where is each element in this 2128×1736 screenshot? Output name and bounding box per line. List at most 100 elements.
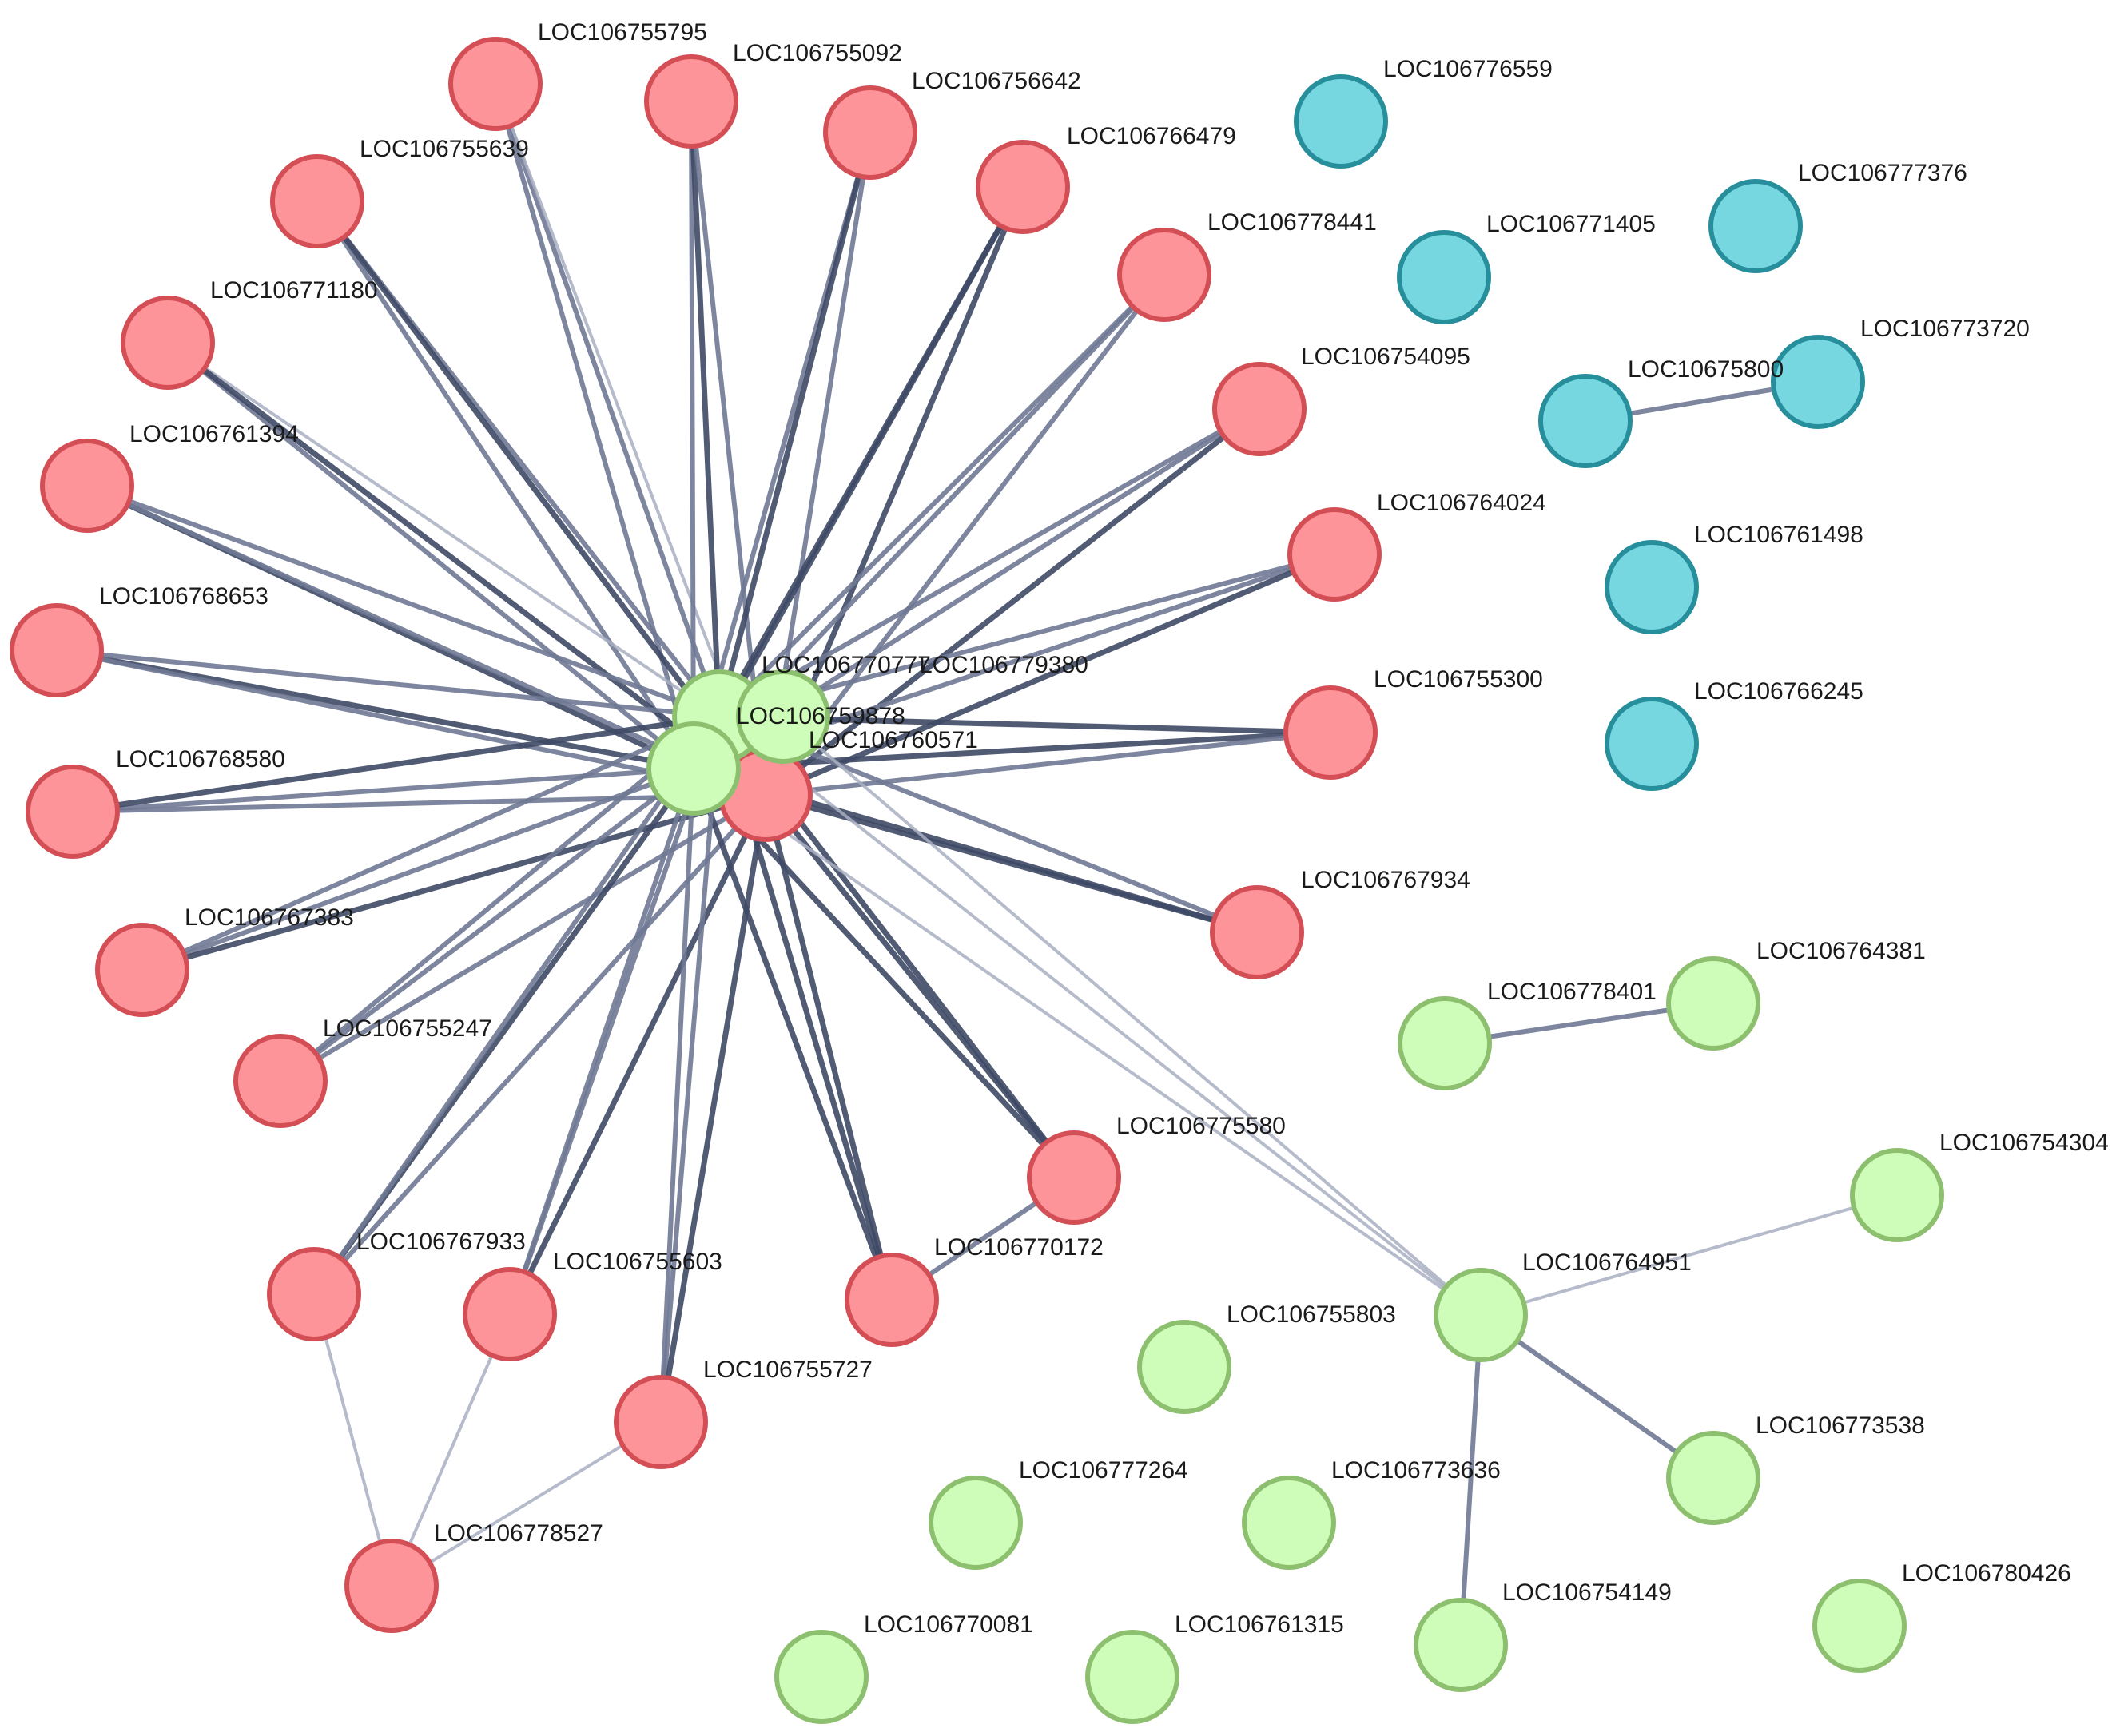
node-LOC106755795[interactable] [448,37,543,131]
edge-LOC106755603-LOC106770777 [507,714,722,1317]
node-LOC106767934[interactable] [1210,885,1304,979]
node-label-LOC106755300: LOC106755300 [1374,666,1543,693]
node-label-LOC106773636: LOC106773636 [1331,1457,1501,1484]
node-label-LOC106770777: LOC106770777 [762,652,931,678]
node-LOC106764024[interactable] [1287,507,1382,602]
edge-LOC106767383-LOC106760571 [139,792,769,973]
node-LOC106754304[interactable] [1850,1148,1944,1242]
node-label-LOC106771180: LOC106771180 [210,277,378,304]
node-LOC106755300[interactable] [1283,685,1378,780]
node-LOC106755727[interactable] [614,1375,708,1469]
edge-LOC106764951-LOC106759878 [692,767,1482,1317]
node-label-LOC106771405: LOC106771405 [1486,211,1656,237]
edge-LOC106764951-LOC106773538 [1478,1313,1716,1480]
node-label-LOC106768580: LOC106768580 [116,746,285,773]
node-label-LOC106755727: LOC106755727 [703,1357,873,1383]
node-LOC106780426[interactable] [1812,1579,1907,1673]
node-LOC106766479[interactable] [976,140,1070,234]
node-LOC106761394[interactable] [40,439,134,533]
node-LOC106768580[interactable] [26,765,120,859]
node-label-LOC106756642: LOC106756642 [912,68,1081,94]
node-LOC106755603[interactable] [463,1267,557,1361]
edge-LOC106775580-LOC106760571 [762,792,1077,1181]
edge-LOC106778527-LOC106767933 [312,1293,393,1587]
node-label-LOC106767934: LOC106767934 [1301,867,1470,893]
node-LOC106768653[interactable] [10,603,104,697]
node-LOC106776559[interactable] [1294,74,1388,169]
node-layer [10,37,1944,1724]
edge-LOC106755603-LOC106760571 [507,792,769,1317]
edge-LOC106764951-LOC106754304 [1479,1194,1899,1317]
edge-LOC106755247-LOC106770777 [278,714,722,1083]
edge-LOC106778441-LOC106760571 [763,272,1167,797]
node-LOC106775580[interactable] [1027,1130,1121,1225]
node-LOC106767383[interactable] [95,923,189,1017]
node-LOC106755247[interactable] [233,1034,328,1128]
node-LOC106767933[interactable] [267,1247,361,1341]
node-LOC106778527[interactable] [344,1539,439,1633]
node-LOC106770081[interactable] [774,1630,869,1724]
node-label-LOC106761315: LOC106761315 [1175,1611,1344,1638]
node-LOC106761315[interactable] [1085,1630,1179,1724]
edge-LOC106767383-LOC106770777 [140,714,722,972]
node-label-LOC106777376: LOC106777376 [1798,160,1967,186]
node-LOC106761498[interactable] [1605,540,1699,634]
node-label-LOC106754304: LOC106754304 [1939,1130,2109,1156]
edge-LOC106755300-LOC106760571 [763,730,1333,797]
node-label-LOC106766479: LOC106766479 [1067,123,1236,149]
node-LOC106766245[interactable] [1605,697,1699,791]
node-LOC106770172[interactable] [845,1253,939,1347]
node-label-LOC106780426: LOC106780426 [1902,1560,2071,1587]
node-label-LOC106754095: LOC106754095 [1301,344,1470,370]
node-label-LOC106754149: LOC106754149 [1502,1579,1672,1606]
node-label-LOC106778527: LOC106778527 [434,1520,603,1547]
label-layer: LOC106755795LOC106755092LOC106756642LOC1… [99,19,2109,1638]
edge-LOC106778441-LOC106770777 [717,272,1167,719]
node-label-LOC106779380: LOC106779380 [919,652,1088,678]
node-LOC106755803[interactable] [1137,1320,1231,1414]
node-label-LOC106755092: LOC106755092 [733,40,902,66]
node-label-LOC106759878: LOC106759878 [736,703,905,729]
node-LOC106773538[interactable] [1666,1431,1760,1525]
node-LOC106755092[interactable] [644,54,738,149]
node-LOC106756642[interactable] [823,85,917,180]
node-LOC106771405[interactable] [1397,230,1491,324]
node-LOC106755639[interactable] [270,154,364,248]
node-label-LOC106760571: LOC106760571 [809,727,978,753]
node-label-LOC106770172: LOC106770172 [934,1234,1104,1261]
node-LOC106778441[interactable] [1117,228,1211,322]
edge-LOC106768580-LOC106760571 [70,793,768,814]
node-LOC106759878[interactable] [646,721,741,816]
edge-LOC106755247-LOC106760571 [278,793,768,1083]
node-label-LOC106755603: LOC106755603 [553,1249,722,1275]
node-label-LOC106755795: LOC106755795 [538,19,707,46]
node-LOC106778401[interactable] [1398,996,1492,1090]
node-LOC10675800[interactable] [1538,374,1633,468]
edge-LOC106764951-LOC106779380 [782,715,1482,1317]
node-label-LOC106761498: LOC106761498 [1694,522,1863,548]
node-label-LOC106778401: LOC106778401 [1487,979,1657,1005]
node-label-LOC10675800: LOC10675800 [1628,356,1784,383]
node-LOC106754095[interactable] [1212,362,1307,456]
edge-LOC106764951-LOC106770777 [718,715,1482,1317]
edge-LOC106755639-LOC106759878 [315,199,696,771]
node-LOC106773636[interactable] [1242,1476,1336,1570]
node-LOC106754149[interactable] [1414,1598,1508,1692]
node-label-LOC106755803: LOC106755803 [1227,1301,1396,1328]
node-label-LOC106773720: LOC106773720 [1860,316,2030,342]
edge-LOC106771180-LOC106770777 [166,341,721,718]
edge-LOC106754095-LOC106770777 [717,407,1262,719]
edge-LOC106755247-LOC106759878 [278,766,696,1083]
node-LOC106777264[interactable] [929,1476,1023,1570]
node-LOC106779380[interactable] [736,669,830,764]
edge-LOC106778527-LOC106755727 [390,1420,662,1587]
node-LOC106777376[interactable] [1708,179,1803,273]
node-LOC106771180[interactable] [121,296,215,390]
node-label-LOC106755247: LOC106755247 [323,1015,492,1042]
edge-LOC106771180-LOC106759878 [165,340,696,771]
node-LOC106764951[interactable] [1434,1268,1528,1362]
edge-LOC106754095-LOC106760571 [762,406,1263,798]
node-LOC106764381[interactable] [1666,956,1760,1051]
node-LOC106773720[interactable] [1771,335,1865,429]
